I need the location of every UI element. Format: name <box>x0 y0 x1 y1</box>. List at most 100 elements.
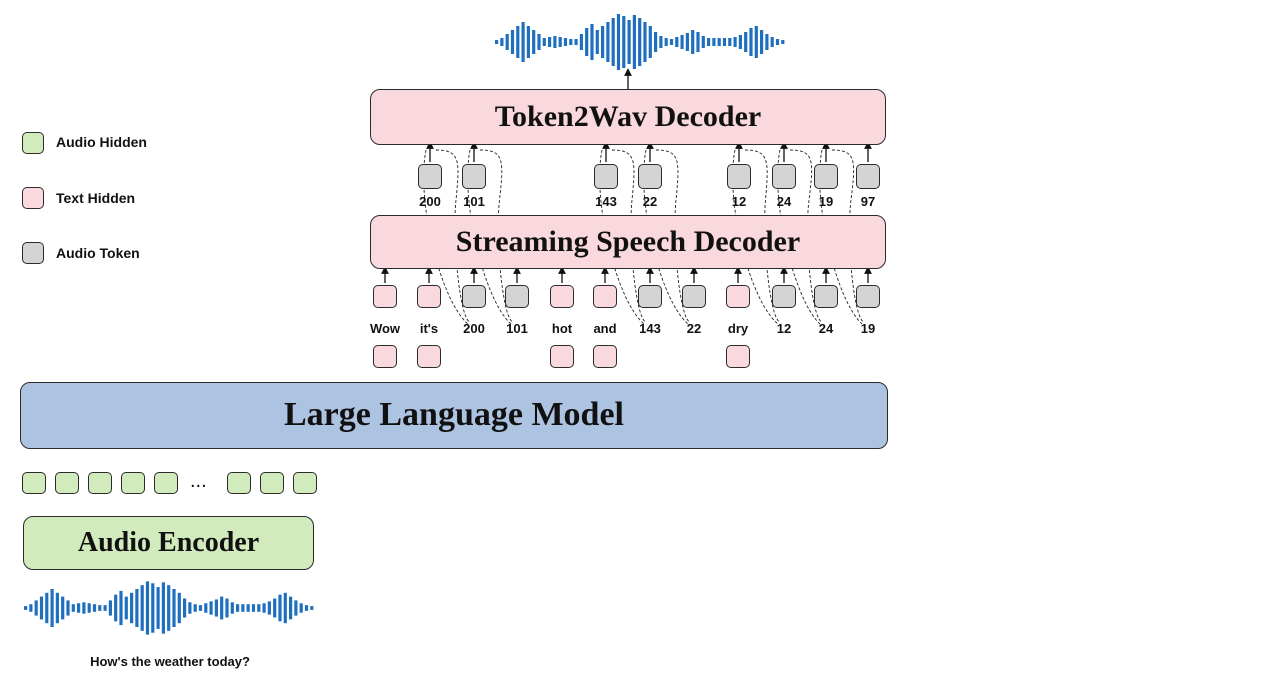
text-hidden-input <box>550 285 574 308</box>
llm-text-hidden-state <box>726 345 750 368</box>
llm-text-hidden-state <box>373 345 397 368</box>
waveform-bar <box>246 604 250 612</box>
waveform-bar <box>696 32 700 52</box>
legend-audio-hidden-swatch <box>22 132 44 154</box>
streaming-input-label: 143 <box>639 321 661 336</box>
waveform-bar <box>526 26 530 58</box>
waveform-bar <box>738 35 742 49</box>
audio-token-output <box>594 164 618 189</box>
waveform-bar <box>770 37 774 47</box>
waveform-bar <box>659 36 663 48</box>
waveform-bar <box>638 18 642 66</box>
waveform-bar <box>289 596 293 620</box>
legend-text-hidden-swatch <box>22 187 44 209</box>
waveform-bar <box>108 600 112 616</box>
waveform-bar <box>283 592 287 624</box>
waveform-bar <box>304 605 309 611</box>
waveform-bar <box>161 582 165 634</box>
legend-audio-token-label: Audio Token <box>56 245 140 261</box>
waveform-bar <box>236 604 240 612</box>
waveform-bar <box>214 599 218 617</box>
waveform-bar <box>103 605 107 611</box>
audio-hidden-state <box>293 472 317 494</box>
text-hidden-input <box>593 285 617 308</box>
waveform-bar <box>579 34 583 50</box>
waveform-bar <box>87 603 91 613</box>
waveform-bar <box>654 32 658 52</box>
legend-audio-token-swatch <box>22 242 44 264</box>
audio-hidden-state <box>121 472 145 494</box>
waveform-bar <box>225 598 229 618</box>
waveform-bar <box>39 596 44 620</box>
waveform-bar <box>98 605 102 611</box>
waveform-bar <box>691 30 695 54</box>
llm-text-hidden-state <box>417 345 441 368</box>
waveform-bar <box>55 592 59 624</box>
waveform-bar <box>765 34 769 50</box>
waveform-bar <box>66 600 70 616</box>
streaming-input-label: 101 <box>506 321 528 336</box>
waveform-bar <box>616 14 621 70</box>
waveform-bar <box>151 583 155 633</box>
input-waveform <box>24 581 314 635</box>
waveform-bar <box>590 24 594 60</box>
waveform-bar <box>643 22 647 62</box>
waveform-bar <box>558 37 562 47</box>
audio-token-output-label: 22 <box>642 194 658 209</box>
waveform-bar <box>669 39 674 45</box>
waveform-bar <box>601 26 605 58</box>
audio-hidden-state <box>227 472 251 494</box>
waveform-bar <box>299 603 303 613</box>
waveform-bar <box>516 26 520 58</box>
waveform-bar <box>622 16 626 68</box>
waveform-bar <box>220 596 224 620</box>
waveform-bar <box>553 36 557 48</box>
waveform-bar <box>241 604 245 612</box>
input-caption: How's the weather today? <box>90 654 250 669</box>
waveform-bar <box>262 603 266 613</box>
waveform-bar <box>632 15 636 69</box>
streaming-input-label: 19 <box>860 321 876 336</box>
waveform-bar <box>50 589 54 627</box>
audio-token-output-label: 24 <box>776 194 792 209</box>
streaming-input-label: it's <box>419 321 439 336</box>
waveform-bar <box>29 604 33 612</box>
waveform-bar <box>717 38 721 46</box>
waveform-bar <box>135 589 139 627</box>
waveform-bar <box>82 602 86 614</box>
waveform-bar <box>728 38 732 46</box>
text-hidden-input <box>417 285 441 308</box>
waveform-bar <box>500 38 504 46</box>
token2wav-decoder-title: Token2Wav Decoder <box>494 100 762 133</box>
output-waveform <box>495 14 785 70</box>
waveform-bar <box>188 602 192 614</box>
audio-token-output-label: 143 <box>595 194 617 209</box>
audio-token-output-label: 200 <box>419 194 441 209</box>
waveform-bar <box>114 594 118 622</box>
waveform-bar <box>775 39 780 45</box>
waveform-bar <box>310 606 314 610</box>
waveform-bar <box>257 604 261 612</box>
waveform-bar <box>251 604 256 612</box>
audio-token-output <box>638 164 662 189</box>
waveform-bar <box>183 598 187 618</box>
waveform-bar <box>606 22 610 62</box>
waveform-bar <box>574 39 578 45</box>
audio-token-input <box>462 285 486 308</box>
audio-token-output <box>814 164 838 189</box>
audio-token-output-label: 101 <box>463 194 485 209</box>
waveform-bar <box>204 603 208 613</box>
audio-token-input <box>856 285 880 308</box>
waveform-bar <box>510 30 515 54</box>
waveform-bar <box>278 594 282 622</box>
audio-token-input <box>638 285 662 308</box>
text-hidden-input <box>726 285 750 308</box>
audio-encoder-title: Audio Encoder <box>77 527 260 558</box>
large-language-model-title: Large Language Model <box>284 396 624 433</box>
waveform-bar <box>760 30 764 54</box>
streaming-input-label: 12 <box>776 321 792 336</box>
waveform-bar <box>548 37 552 47</box>
waveform-bar <box>145 581 150 635</box>
audio-token-output-label: 97 <box>860 194 876 209</box>
waveform-bar <box>611 18 615 66</box>
